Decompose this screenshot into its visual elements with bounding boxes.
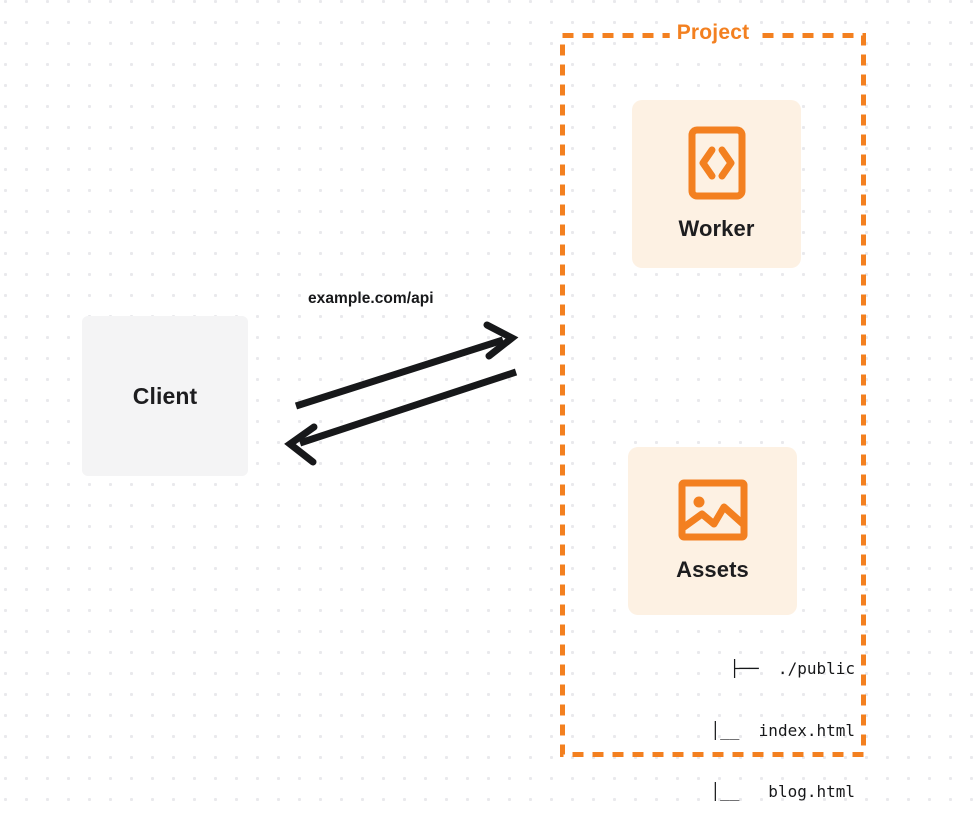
worker-card-label: Worker [678,216,755,241]
asset-file-tree: ├── ./public │__ index.html │__ blog.htm… [605,618,856,818]
image-icon [678,479,747,541]
client-node[interactable]: Client [82,316,248,476]
project-container: Project Worker Assets ├── ./public │__ i… [560,21,866,801]
file-tree-row: ├── ./public [729,659,855,678]
code-brackets-icon [688,126,745,200]
file-tree-row: │__ index.html [681,720,856,740]
arrow-right-icon [294,321,519,410]
file-tree-row: │__ blog.html [681,782,856,801]
connector-label: example.com/api [308,290,434,307]
assets-card[interactable]: Assets [628,447,797,615]
worker-card[interactable]: Worker [632,100,801,268]
arrow-left-icon [284,368,518,466]
assets-card-label: Assets [676,557,749,582]
client-node-label: Client [132,382,198,409]
project-title: Project [669,21,757,45]
